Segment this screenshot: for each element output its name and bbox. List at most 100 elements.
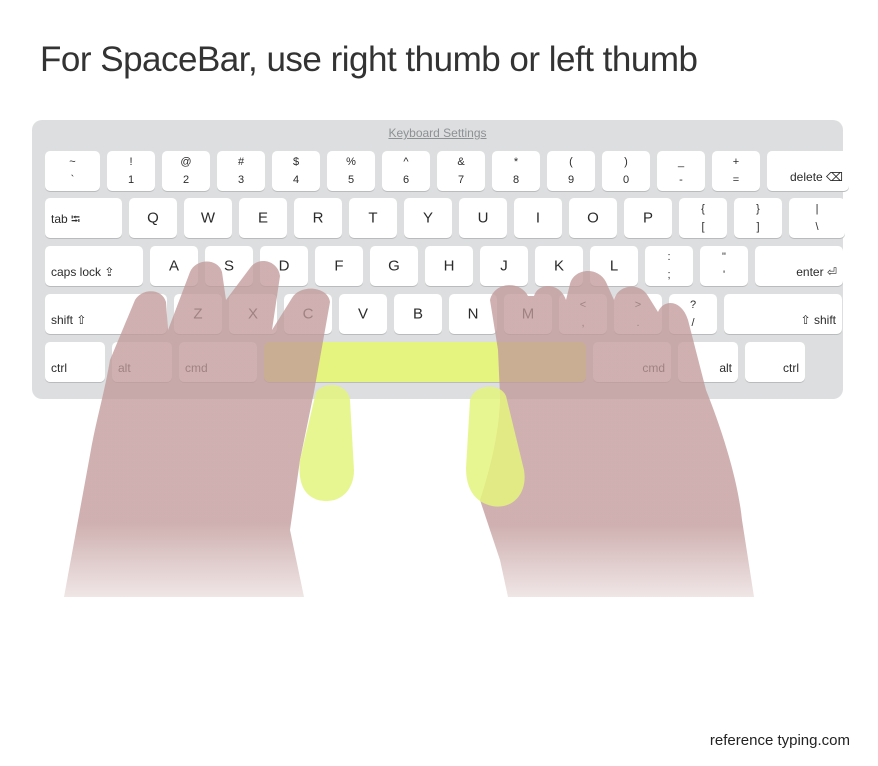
key-4[interactable]: $4 xyxy=(272,151,320,191)
key-label: B xyxy=(412,305,423,323)
key-cmd[interactable]: cmd xyxy=(179,342,257,382)
key--[interactable]: _- xyxy=(657,151,705,191)
key-label: alt xyxy=(118,361,131,375)
key-x[interactable]: X xyxy=(229,294,277,334)
key-b[interactable]: B xyxy=(394,294,442,334)
key-r[interactable]: R xyxy=(294,198,342,238)
key-3[interactable]: #3 xyxy=(217,151,265,191)
left-thumb-highlight-icon xyxy=(299,385,354,502)
key-label: 0 xyxy=(622,174,630,186)
key-s[interactable]: S xyxy=(205,246,253,286)
key-h[interactable]: H xyxy=(425,246,473,286)
key-label: ctrl xyxy=(51,361,67,375)
key-label: ` xyxy=(70,174,75,186)
key-v[interactable]: V xyxy=(339,294,387,334)
key-7[interactable]: &7 xyxy=(437,151,485,191)
key-label: R xyxy=(312,209,324,227)
key-m[interactable]: M xyxy=(504,294,552,334)
key-label: 9 xyxy=(567,174,575,186)
key-n[interactable]: N xyxy=(449,294,497,334)
key-label: ] xyxy=(756,221,760,233)
key-ctrl[interactable]: ctrl xyxy=(745,342,805,382)
key-label: C xyxy=(302,305,314,323)
key-`[interactable]: ~` xyxy=(45,151,100,191)
key-label: cmd xyxy=(642,361,665,375)
key-\[interactable]: |\ xyxy=(789,198,845,238)
key-p[interactable]: P xyxy=(624,198,672,238)
key-label: ctrl xyxy=(783,361,799,375)
key-/[interactable]: ?/ xyxy=(669,294,717,334)
key-enter[interactable]: enter ⏎ xyxy=(755,246,843,286)
key-label: X xyxy=(247,305,258,323)
key-label: U xyxy=(477,209,489,227)
key-shift[interactable]: ⇧ shift xyxy=(724,294,842,334)
key-2[interactable]: @2 xyxy=(162,151,210,191)
key-9[interactable]: (9 xyxy=(547,151,595,191)
key-z[interactable]: Z xyxy=(174,294,222,334)
key-l[interactable]: L xyxy=(590,246,638,286)
keyboard: Keyboard Settings ~`!1@2#3$4%5^6&7*8(9)0… xyxy=(32,120,849,399)
key-g[interactable]: G xyxy=(370,246,418,286)
key-label: ; xyxy=(667,269,671,281)
key-label: ⇧ shift xyxy=(800,313,836,327)
key-label: + xyxy=(732,156,740,168)
key-label: W xyxy=(200,209,216,227)
key-label: M xyxy=(521,305,535,323)
key-alt[interactable]: alt xyxy=(112,342,172,382)
key-label: alt xyxy=(719,361,732,375)
key-label: - xyxy=(679,174,683,186)
key-t[interactable]: T xyxy=(349,198,397,238)
key-shift[interactable]: shift ⇧ xyxy=(45,294,167,334)
key-label: : xyxy=(667,251,671,263)
key-alt[interactable]: alt xyxy=(678,342,738,382)
key-label: K xyxy=(553,257,564,275)
key-q[interactable]: Q xyxy=(129,198,177,238)
key-spacebar[interactable] xyxy=(264,342,586,382)
key-label: 6 xyxy=(402,174,410,186)
key-label: H xyxy=(443,257,455,275)
key-0[interactable]: )0 xyxy=(602,151,650,191)
key-d[interactable]: D xyxy=(260,246,308,286)
key-=[interactable]: += xyxy=(712,151,760,191)
key-label: = xyxy=(732,174,740,186)
key-u[interactable]: U xyxy=(459,198,507,238)
key-][interactable]: }] xyxy=(734,198,782,238)
key-label: ~ xyxy=(69,156,76,168)
key-;[interactable]: :; xyxy=(645,246,693,286)
key-tab[interactable]: tab ⭾ xyxy=(45,198,122,238)
key-label: ( xyxy=(569,156,573,168)
key-y[interactable]: Y xyxy=(404,198,452,238)
key-delete[interactable]: delete ⌫ xyxy=(767,151,849,191)
key-8[interactable]: *8 xyxy=(492,151,540,191)
key-label: " xyxy=(722,251,726,263)
key-i[interactable]: I xyxy=(514,198,562,238)
key-label: ' xyxy=(722,269,726,281)
key-label: cmd xyxy=(185,361,208,375)
key-5[interactable]: %5 xyxy=(327,151,375,191)
key-cmd[interactable]: cmd xyxy=(593,342,671,382)
key-j[interactable]: J xyxy=(480,246,528,286)
key-w[interactable]: W xyxy=(184,198,232,238)
key-k[interactable]: K xyxy=(535,246,583,286)
key-label: V xyxy=(357,305,368,323)
key-e[interactable]: E xyxy=(239,198,287,238)
key-label: ? xyxy=(689,299,697,311)
key-caps[interactable]: caps lock ⇪ xyxy=(45,246,143,286)
key-.[interactable]: >. xyxy=(614,294,662,334)
key-f[interactable]: F xyxy=(315,246,363,286)
key-label: & xyxy=(457,156,465,168)
key-o[interactable]: O xyxy=(569,198,617,238)
key-ctrl[interactable]: ctrl xyxy=(45,342,105,382)
keyboard-settings-link[interactable]: Keyboard Settings xyxy=(388,126,487,140)
key-6[interactable]: ^6 xyxy=(382,151,430,191)
key-1[interactable]: !1 xyxy=(107,151,155,191)
key-[[interactable]: {[ xyxy=(679,198,727,238)
key-'[interactable]: "' xyxy=(700,246,748,286)
page-title: For SpaceBar, use right thumb or left th… xyxy=(40,40,698,79)
key-label: % xyxy=(346,156,356,168)
key-,[interactable]: <, xyxy=(559,294,607,334)
key-c[interactable]: C xyxy=(284,294,332,334)
key-a[interactable]: A xyxy=(150,246,198,286)
key-label: | xyxy=(815,203,819,215)
key-label: G xyxy=(388,257,400,275)
